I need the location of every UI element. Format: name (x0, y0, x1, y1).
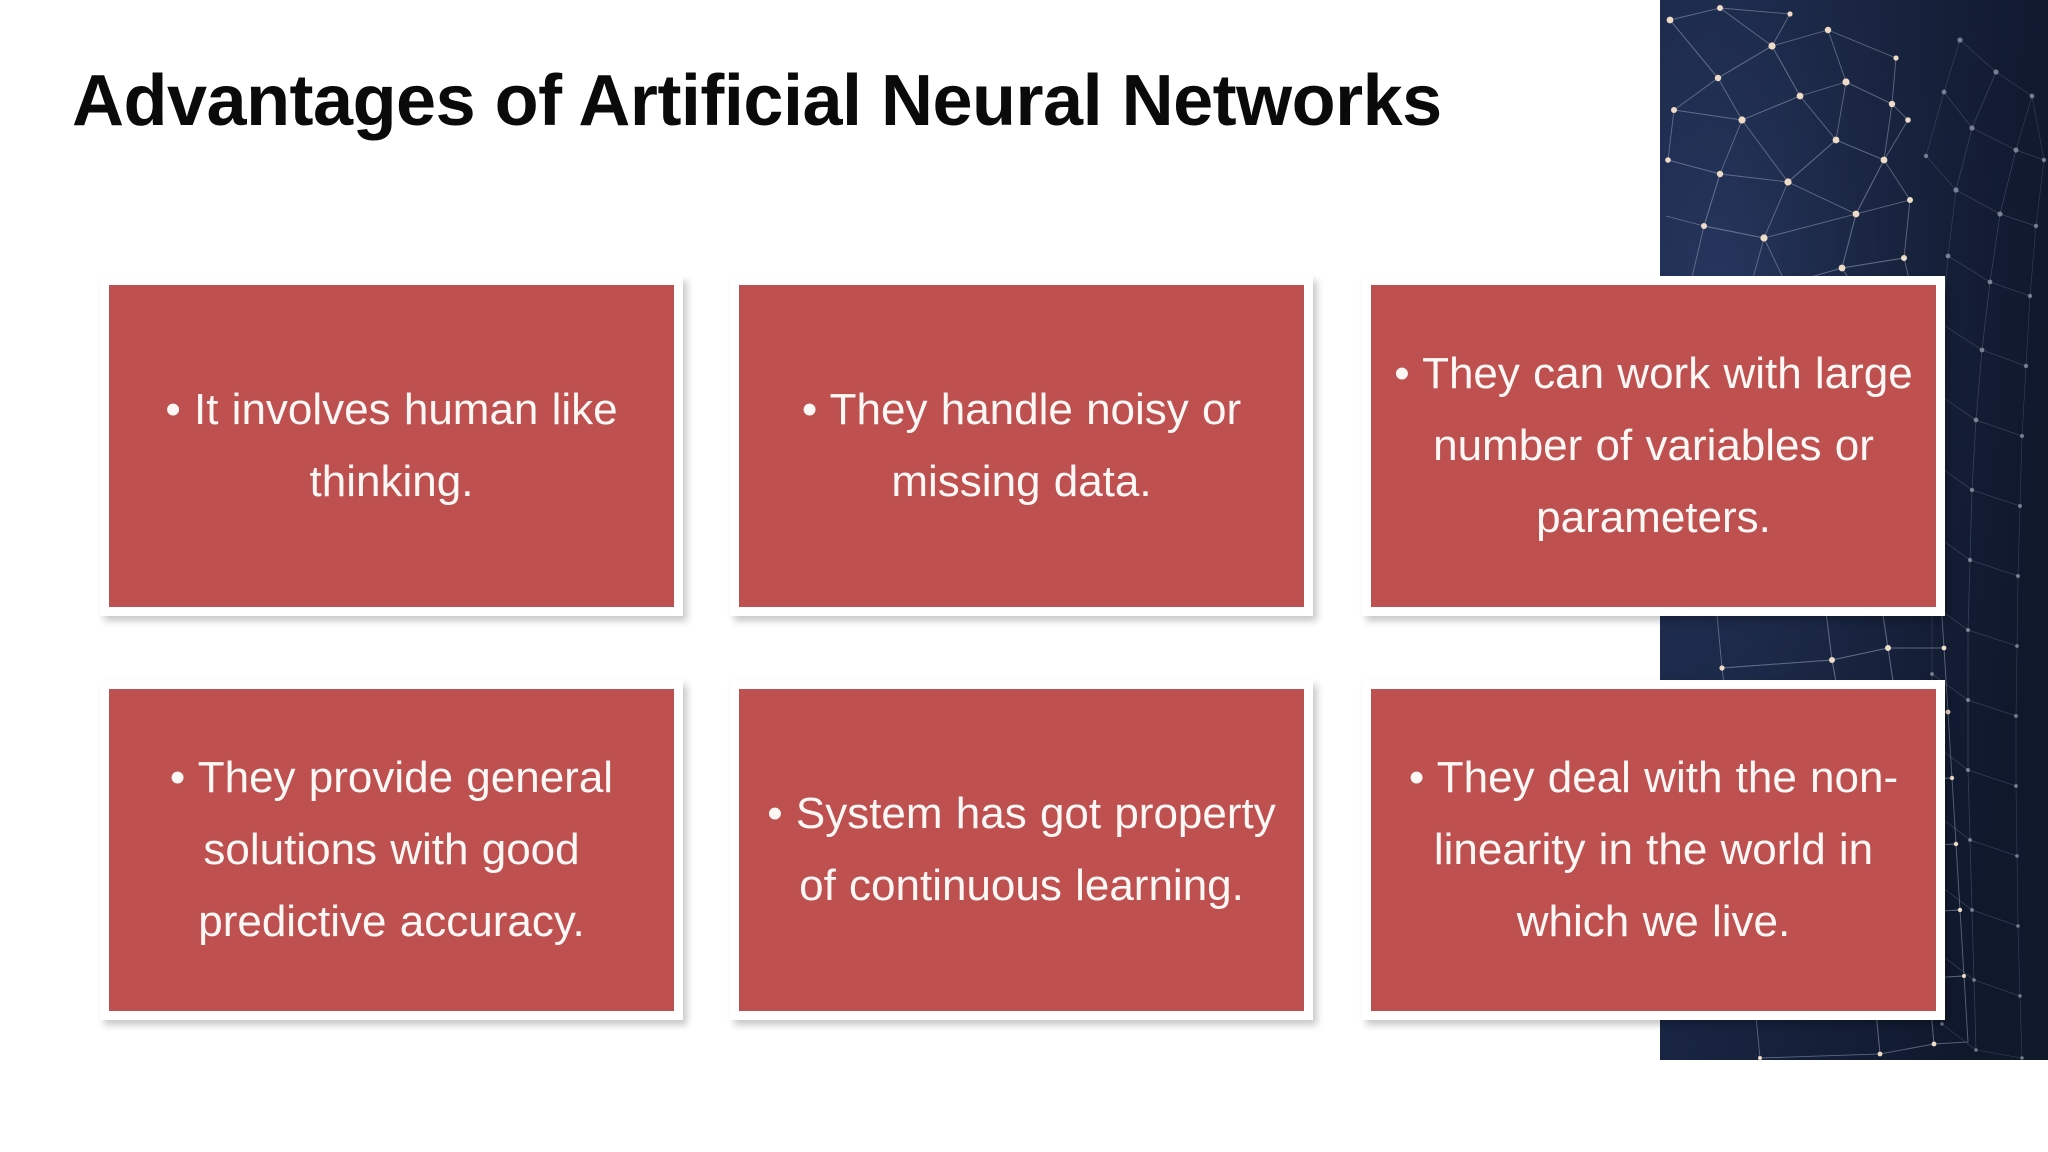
advantage-card-5[interactable]: • System has got property of continuous … (730, 680, 1313, 1020)
advantage-card-4[interactable]: • They provide general solutions with go… (100, 680, 683, 1020)
advantage-card-5-text: • System has got property of continuous … (767, 789, 1276, 910)
page-title: Advantages of Artificial Neural Networks (72, 61, 1442, 141)
advantage-card-3[interactable]: • They can work with large number of var… (1362, 276, 1945, 616)
advantage-card-1-text: • It involves human like thinking. (165, 385, 618, 506)
advantage-card-6-text: • They deal with the non-linearity in th… (1408, 753, 1899, 946)
advantage-card-2-text: • They handle noisy or missing data. (801, 385, 1242, 506)
advantage-card-6[interactable]: • They deal with the non-linearity in th… (1362, 680, 1945, 1020)
advantage-card-2[interactable]: • They handle noisy or missing data. (730, 276, 1313, 616)
advantage-card-3-text: • They can work with large number of var… (1394, 349, 1913, 542)
advantage-card-1[interactable]: • It involves human like thinking. (100, 276, 683, 616)
advantage-card-4-text: • They provide general solutions with go… (169, 753, 614, 946)
